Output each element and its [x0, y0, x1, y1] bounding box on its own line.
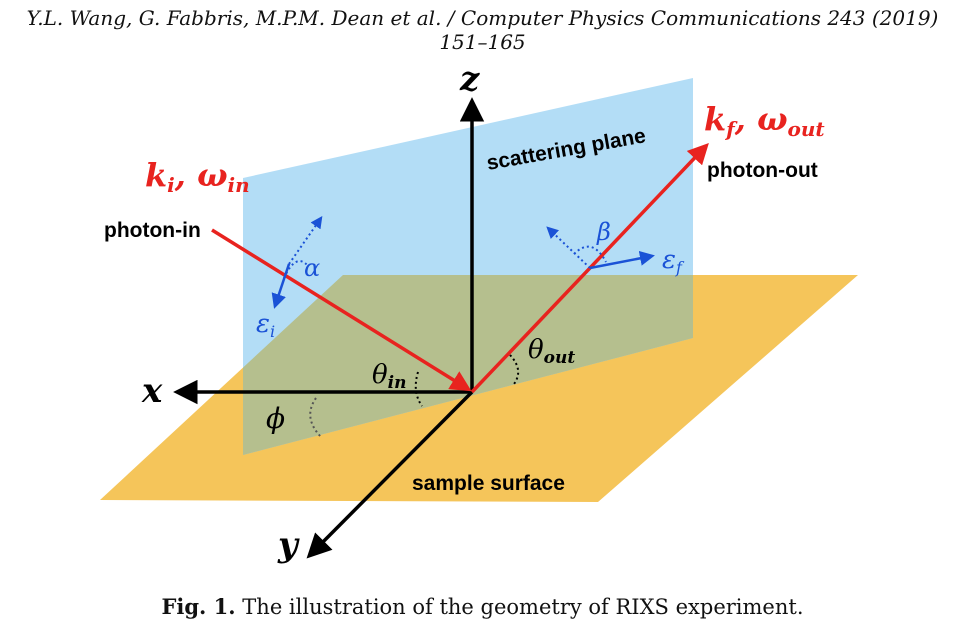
k-out-label: kf, ωout: [704, 100, 825, 141]
phi-label: ϕ: [266, 402, 285, 435]
theta-out-label: θout: [528, 335, 575, 368]
phi-arc: [309, 397, 323, 439]
epsilon-out-label: εf: [662, 245, 685, 277]
photon-in-label: photon-in: [104, 219, 201, 242]
outgoing-beam: [470, 142, 709, 394]
plane-surface-overlap: [243, 275, 693, 455]
theta-in-label: θin: [372, 360, 406, 393]
epsilon-in-label: εi: [256, 309, 275, 341]
page-header: Y.L. Wang, G. Fabbris, M.P.M. Dean et al…: [26, 6, 939, 54]
beta-label: β: [596, 218, 611, 246]
z-axis-label: z: [459, 59, 480, 99]
caption-label: Fig. 1.: [161, 594, 236, 619]
beta-arc: [573, 245, 607, 263]
theta-out-arc: [509, 354, 520, 385]
y-axis: [306, 390, 474, 559]
x-axis-label: x: [141, 371, 163, 411]
alpha-arc: [283, 260, 309, 279]
incoming-polarization-dotted: [288, 216, 323, 265]
incoming-beam: [211, 228, 472, 392]
outgoing-polarization-arrow: [589, 250, 655, 270]
y-axis-label: y: [277, 525, 300, 565]
k-in-label: ki, ωin: [145, 156, 250, 197]
caption-text: The illustration of the geometry of RIXS…: [242, 595, 804, 619]
alpha-label: α: [304, 254, 320, 282]
figure-caption: Fig. 1. The illustration of the geometry…: [0, 594, 965, 619]
incoming-polarization-arrow: [271, 263, 291, 309]
photon-out-label: photon-out: [707, 159, 818, 182]
sample-surface-label: sample surface: [412, 472, 565, 495]
